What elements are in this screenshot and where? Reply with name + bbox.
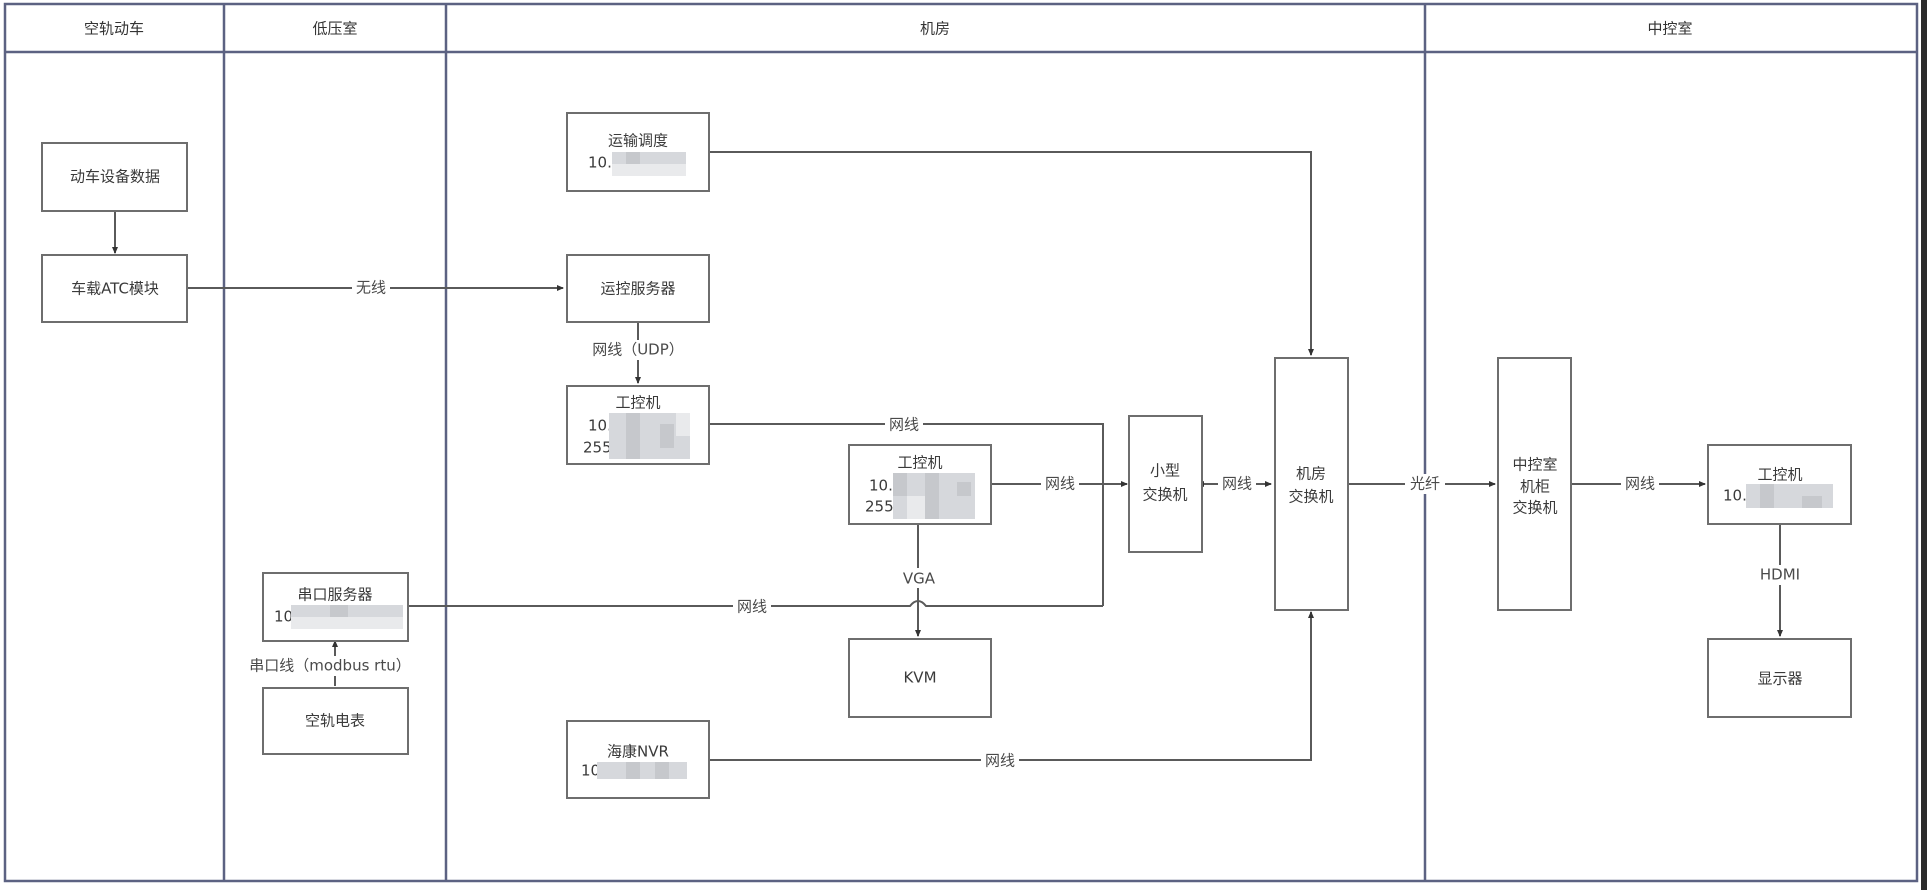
node-line2: 交换机 (1288, 488, 1333, 506)
node-title: 海康NVR (607, 743, 669, 761)
edge-label-ipc2-net: 网线 (1045, 475, 1075, 493)
edge-label-cabinet-net: 网线 (1625, 475, 1655, 493)
node-title: 车载ATC模块 (71, 280, 159, 298)
edge-label-ipc1-net: 网线 (889, 416, 919, 434)
node-title: 串口服务器 (297, 586, 372, 604)
node-power-meter[interactable]: 空轨电表 (262, 687, 409, 755)
edge-label-switch-net: 网线 (1222, 475, 1252, 493)
edge-label-nvr-net: 网线 (985, 752, 1015, 770)
swimlane-frame (3, 2, 1919, 883)
node-title: 工控机 (897, 454, 942, 472)
node-serial-server[interactable]: 串口服务器 10 (262, 572, 409, 642)
edge-label-serial-net: 网线 (737, 598, 767, 616)
lane-header-low-voltage: 低压室 (312, 20, 357, 38)
node-ipc-2[interactable]: 工控机 10. 255 (848, 444, 992, 525)
node-ipc-3[interactable]: 工控机 10. (1707, 444, 1852, 525)
edge-label-fiber: 光纤 (1410, 475, 1440, 493)
node-ip: 10. (588, 417, 612, 435)
node-line1: 小型 (1150, 462, 1180, 480)
edge-label-udp: 网线（UDP） (592, 341, 684, 359)
node-title: 运输调度 (608, 132, 668, 150)
node-dispatch[interactable]: 运输调度 10. (566, 112, 710, 192)
edge-labels: 无线 网线（UDP） 网线 网线 网线 VGA 网线 光纤 网线 网线 HDMI… (245, 278, 1806, 770)
node-title: KVM (903, 669, 936, 687)
node-nvr[interactable]: 海康NVR 10. (566, 720, 710, 799)
redacted-ip (609, 413, 690, 459)
node-kvm[interactable]: KVM (848, 638, 992, 718)
node-ip: 10. (1723, 487, 1747, 505)
frame-border (3, 2, 1919, 883)
redacted-ip (291, 605, 403, 629)
node-ip: 10. (869, 477, 893, 495)
node-line2: 机柜 (1520, 478, 1550, 496)
redacted-ip (1746, 484, 1833, 508)
node-atc-module[interactable]: 车载ATC模块 (41, 254, 188, 323)
connections (112, 151, 1783, 761)
node-title: 工控机 (1757, 466, 1802, 484)
edge-ipc1-bus (709, 423, 1104, 606)
node-ip: 10. (588, 154, 612, 172)
node-cabinet-switch[interactable]: 中控室 机柜 交换机 (1497, 357, 1572, 611)
node-display[interactable]: 显示器 (1707, 638, 1852, 718)
node-ipc-1[interactable]: 工控机 10. 255 (566, 385, 710, 465)
node-train-data[interactable]: 动车设备数据 (41, 142, 188, 212)
node-line2: 交换机 (1142, 486, 1187, 504)
edge-label-vga: VGA (903, 570, 936, 588)
redacted-ip (893, 473, 975, 519)
lane-header-control-room: 中控室 (1647, 20, 1692, 38)
window-edge (1921, 0, 1927, 890)
node-line1: 中控室 (1512, 456, 1557, 474)
lane-header-machine-room: 机房 (920, 20, 950, 38)
node-small-switch[interactable]: 小型 交换机 (1128, 415, 1203, 553)
redacted-ip (597, 762, 687, 779)
node-mask: 255 (865, 498, 894, 516)
node-title: 显示器 (1757, 670, 1802, 688)
node-room-switch[interactable]: 机房 交换机 (1274, 357, 1349, 611)
node-ops-server[interactable]: 运控服务器 (566, 254, 710, 323)
edge-label-modbus: 串口线（modbus rtu） (249, 657, 410, 675)
node-ip: 10 (274, 608, 293, 626)
node-title: 运控服务器 (600, 280, 675, 298)
node-line3: 交换机 (1512, 499, 1557, 517)
node-line1: 机房 (1296, 465, 1326, 483)
edge-dispatch-roomswitch (709, 151, 1314, 356)
edge-label-wireless: 无线 (356, 279, 386, 297)
node-title: 动车设备数据 (70, 168, 160, 186)
edge-nvr-roomswitch (709, 611, 1314, 761)
edge-label-hdmi: HDMI (1760, 566, 1800, 584)
redacted-ip (612, 152, 686, 176)
node-mask: 255 (583, 439, 612, 457)
lane-header-train: 空轨动车 (84, 20, 144, 38)
node-title: 工控机 (615, 394, 660, 412)
node-title: 空轨电表 (305, 712, 365, 730)
